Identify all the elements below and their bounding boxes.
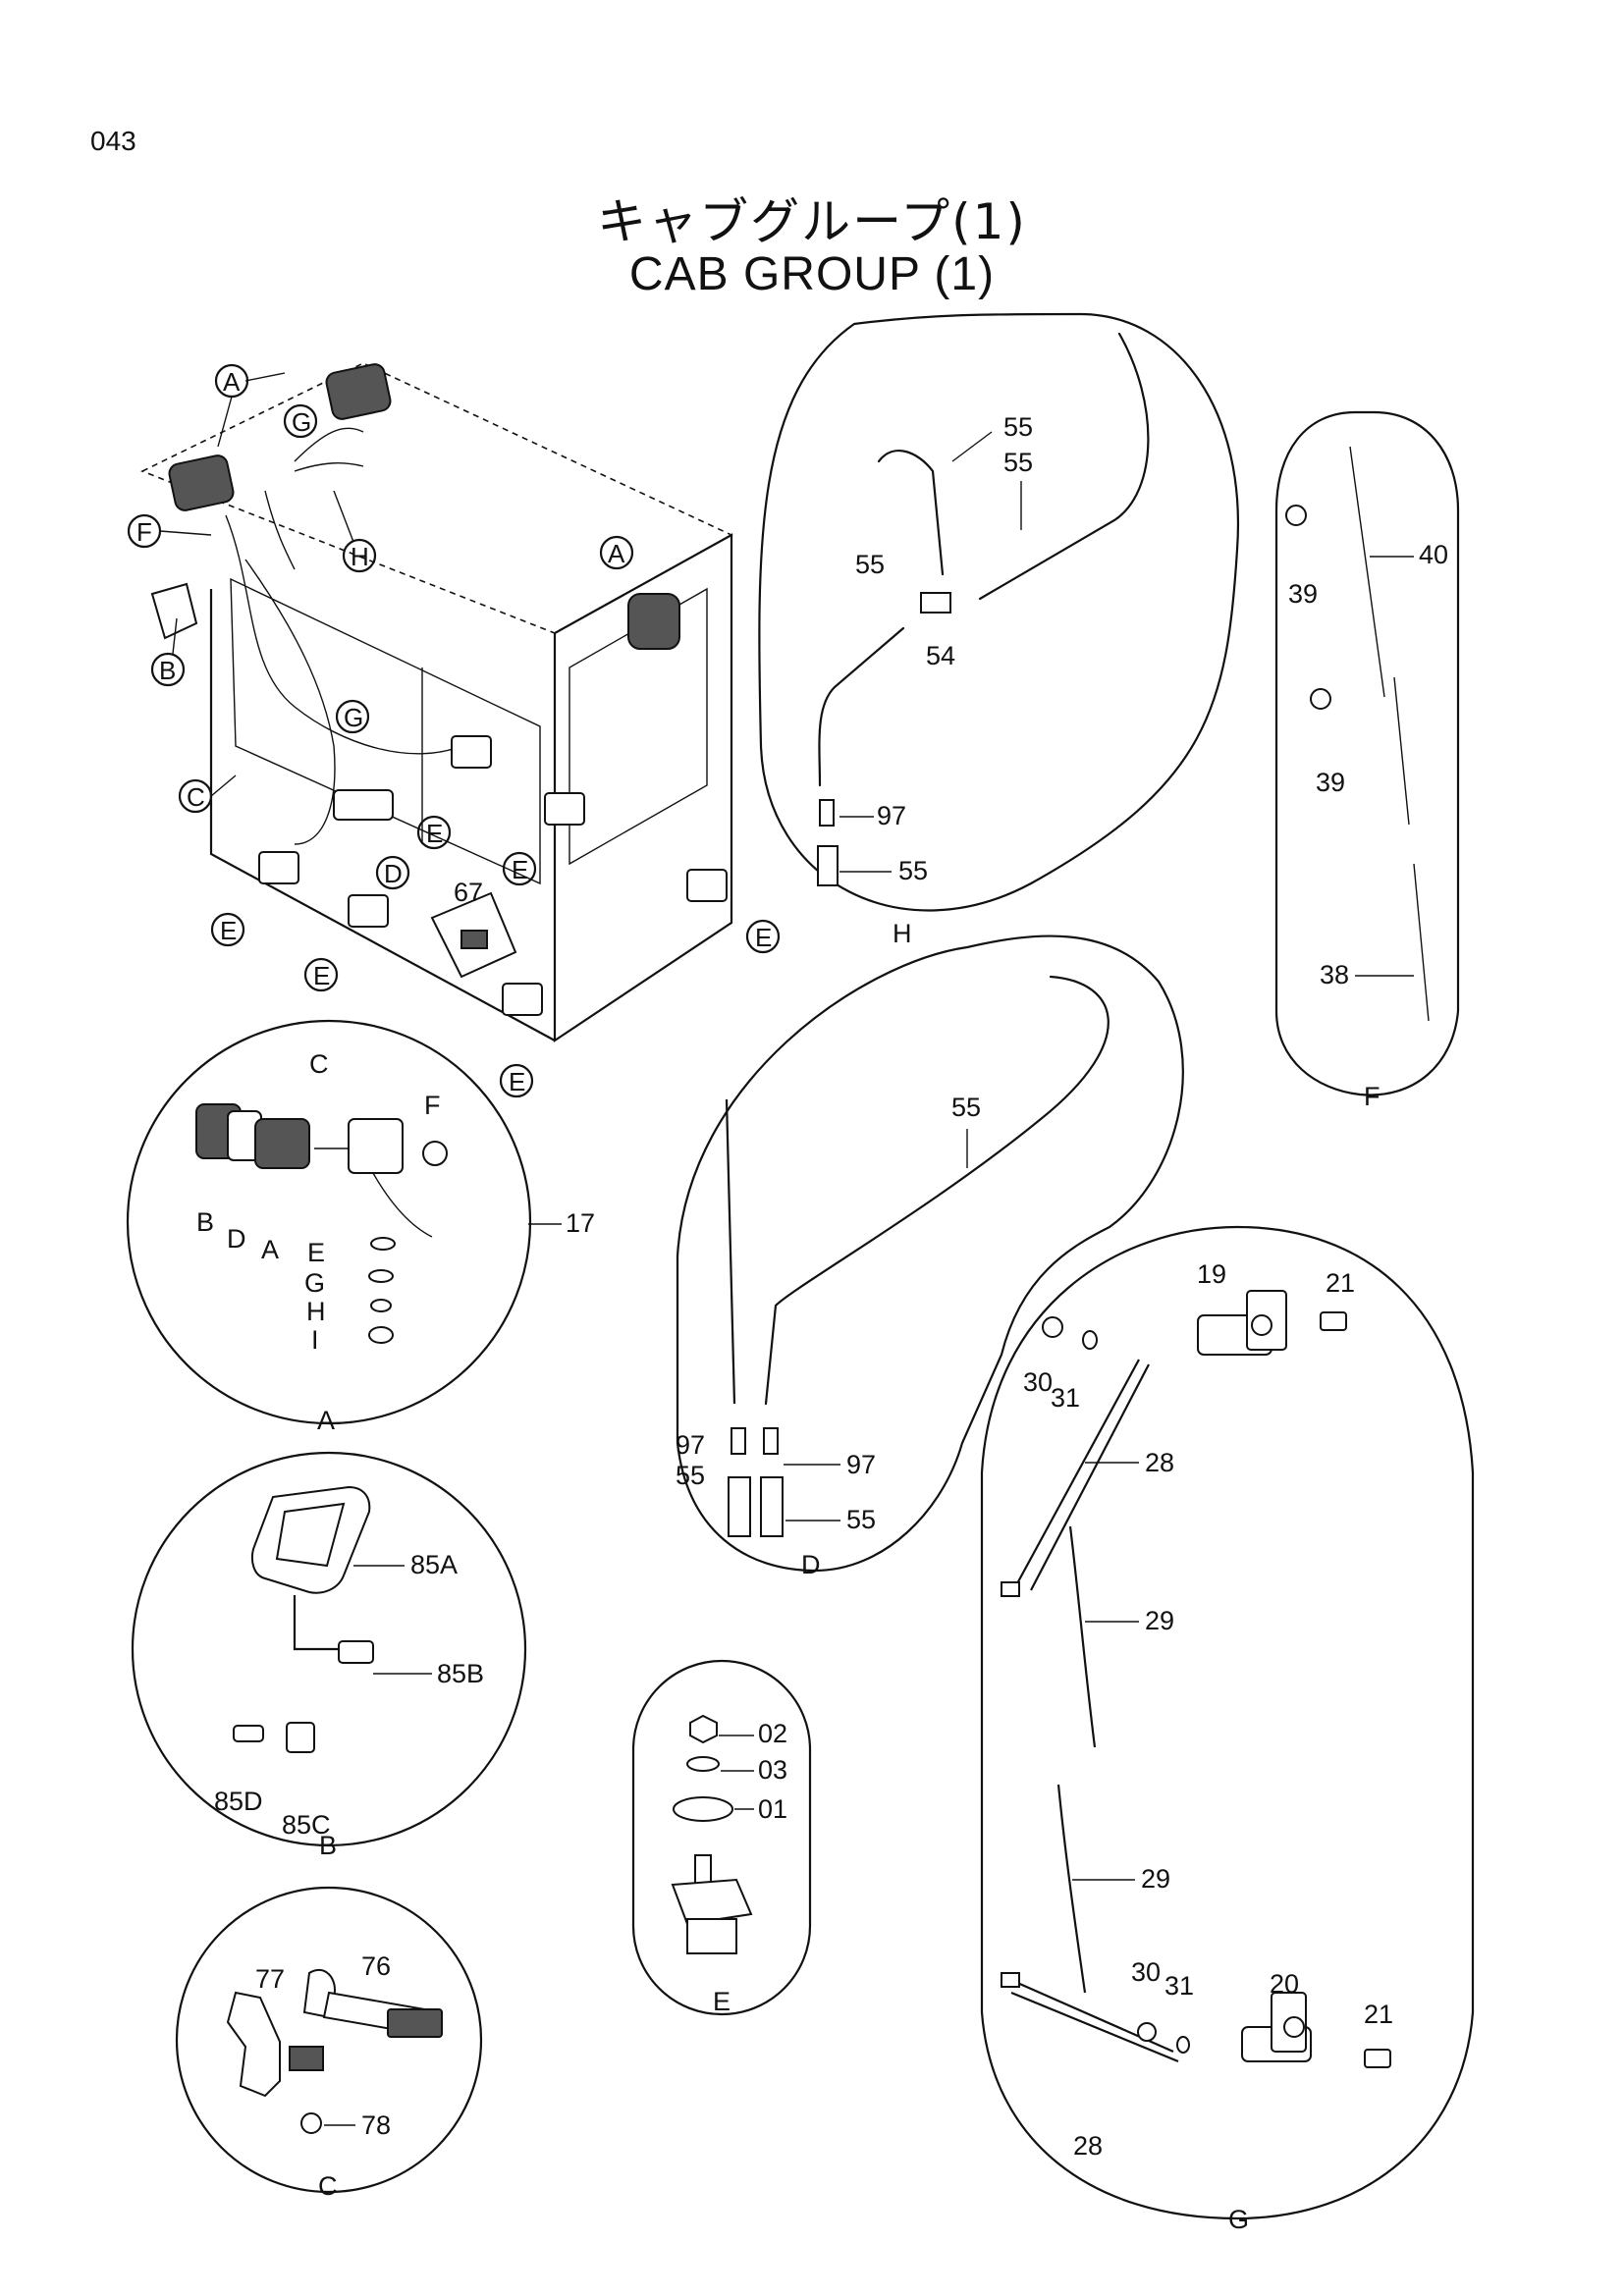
b-label: B — [319, 1831, 337, 1860]
g-20: 20 — [1270, 1969, 1299, 1999]
e-01: 01 — [758, 1794, 787, 1824]
a-d: D — [227, 1224, 246, 1254]
f-39-b: 39 — [1316, 768, 1345, 797]
f-38: 38 — [1320, 960, 1349, 989]
e-label: E — [713, 1987, 731, 2016]
detail-d: 55 97 55 97 55 D — [676, 934, 1184, 1579]
detail-c: 77 76 78 C — [175, 1886, 483, 2201]
g-30-top: 30 — [1023, 1367, 1053, 1397]
callout-a: A — [223, 367, 241, 397]
h-55-a: 55 — [1003, 412, 1033, 442]
callout-c: C — [187, 782, 205, 812]
c-label: C — [318, 2171, 338, 2201]
callout-a-right: A — [608, 539, 625, 568]
detail-f: 39 39 40 38 F — [1274, 410, 1460, 1111]
h-54: 54 — [926, 641, 955, 670]
g-label: G — [1228, 2205, 1249, 2234]
callout-e-2: E — [512, 855, 528, 884]
g-30-bottom: 30 — [1131, 1957, 1161, 1987]
detail-e: 02 03 01 E — [631, 1659, 812, 2016]
callout-h: H — [351, 542, 369, 571]
g-21-top: 21 — [1326, 1268, 1355, 1298]
a-a: A — [261, 1235, 279, 1264]
a-g: G — [304, 1268, 325, 1298]
e-03: 03 — [758, 1755, 787, 1785]
callout-e-3: E — [220, 916, 237, 945]
h-97: 97 — [877, 801, 906, 830]
b-85B: 85B — [437, 1659, 484, 1688]
g-31-bottom: 31 — [1164, 1971, 1194, 2001]
a-c: C — [309, 1049, 329, 1079]
a-label: A — [317, 1406, 335, 1435]
d-97-right: 97 — [846, 1450, 876, 1479]
h-55-d: 55 — [898, 856, 928, 885]
callout-g-center: G — [344, 703, 363, 732]
a-h: H — [306, 1297, 326, 1326]
d-55-left: 55 — [676, 1461, 705, 1490]
cab-assembly — [140, 362, 733, 1043]
main-callouts: A G H F B A G C D E E E E E E 67 — [127, 363, 781, 1098]
h-label: H — [893, 919, 912, 948]
d-label: D — [801, 1550, 821, 1579]
a-f: F — [424, 1091, 441, 1120]
a-e: E — [307, 1238, 325, 1267]
f-40: 40 — [1419, 540, 1448, 569]
detail-a: C F B D A E G H I 17 A — [126, 1019, 595, 1435]
b-85D: 85D — [214, 1787, 263, 1816]
g-29-bottom: 29 — [1141, 1864, 1170, 1894]
title-japanese: キャブグループ(1) — [597, 193, 1027, 250]
page-number: 043 — [90, 126, 136, 156]
f-label: F — [1364, 1082, 1380, 1111]
callout-b: B — [159, 656, 176, 685]
d-97-left: 97 — [676, 1430, 705, 1460]
a-i: I — [311, 1325, 319, 1355]
part-67: 67 — [454, 878, 483, 907]
e-02: 02 — [758, 1719, 787, 1748]
d-55-top: 55 — [951, 1093, 981, 1122]
title-english: CAB GROUP (1) — [628, 248, 996, 300]
g-31-top: 31 — [1051, 1383, 1080, 1413]
h-55-c: 55 — [855, 550, 885, 579]
c-78: 78 — [361, 2110, 391, 2140]
callout-e-1: E — [426, 819, 443, 848]
g-28-bottom: 28 — [1073, 2131, 1103, 2161]
detail-g: 19 21 30 31 28 29 29 30 31 20 21 28 G — [980, 1225, 1475, 2234]
callout-g: G — [292, 407, 311, 437]
g-19: 19 — [1197, 1259, 1226, 1289]
a-b: B — [196, 1207, 214, 1237]
d-55-right: 55 — [846, 1505, 876, 1534]
callout-e-6: E — [509, 1067, 525, 1096]
b-85A: 85A — [410, 1550, 458, 1579]
g-21-bottom: 21 — [1364, 2000, 1393, 2029]
callout-e-5: E — [755, 923, 772, 952]
a-17: 17 — [566, 1208, 595, 1238]
g-28-top: 28 — [1145, 1448, 1174, 1477]
b-85C: 85C — [282, 1810, 331, 1840]
f-39-a: 39 — [1288, 579, 1318, 609]
g-29-top: 29 — [1145, 1606, 1174, 1635]
callout-e-4: E — [313, 961, 330, 990]
detail-h: 55 55 55 54 97 55 H — [758, 312, 1240, 948]
c-77: 77 — [255, 1964, 285, 1994]
h-55-b: 55 — [1003, 448, 1033, 477]
c-76: 76 — [361, 1951, 391, 1981]
callout-d: D — [384, 859, 403, 888]
callout-f: F — [136, 517, 152, 547]
detail-b: 85A 85B 85D 85C B — [131, 1451, 527, 1860]
